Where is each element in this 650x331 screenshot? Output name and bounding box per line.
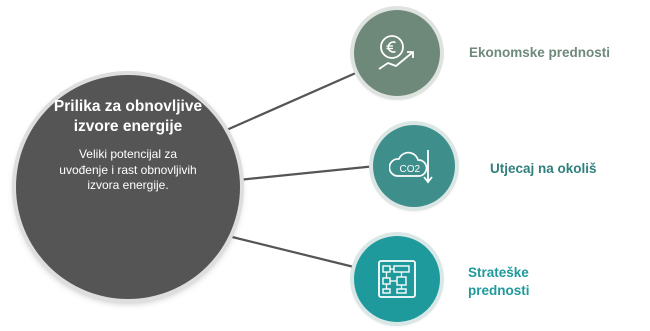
strategic-benefits-node — [354, 236, 440, 322]
central-concept-circle: Prilika za obnovljive izvore energije Ve… — [16, 75, 240, 299]
connector-economic — [221, 70, 359, 134]
environment-impact-node: CO2 — [373, 125, 455, 207]
central-title: Prilika za obnovljive izvore energije — [53, 98, 203, 135]
growth-coin-icon — [378, 35, 414, 70]
economic-benefits-label: Ekonomske prednosti — [469, 45, 611, 60]
economic-benefits-node — [354, 10, 440, 96]
connector-environment — [237, 164, 377, 182]
environment-impact-label: Utjecaj na okoliš — [490, 161, 597, 176]
strategy-flowchart-icon — [378, 260, 416, 298]
strategic-benefits-label: Strateške prednosti — [468, 265, 530, 298]
connector-strategic — [219, 232, 359, 270]
central-description: Veliki potencijal za uvođenje i rast obn… — [59, 147, 197, 192]
co2-label: CO2 — [400, 164, 421, 175]
co2-reduction-icon: CO2 — [389, 150, 433, 184]
